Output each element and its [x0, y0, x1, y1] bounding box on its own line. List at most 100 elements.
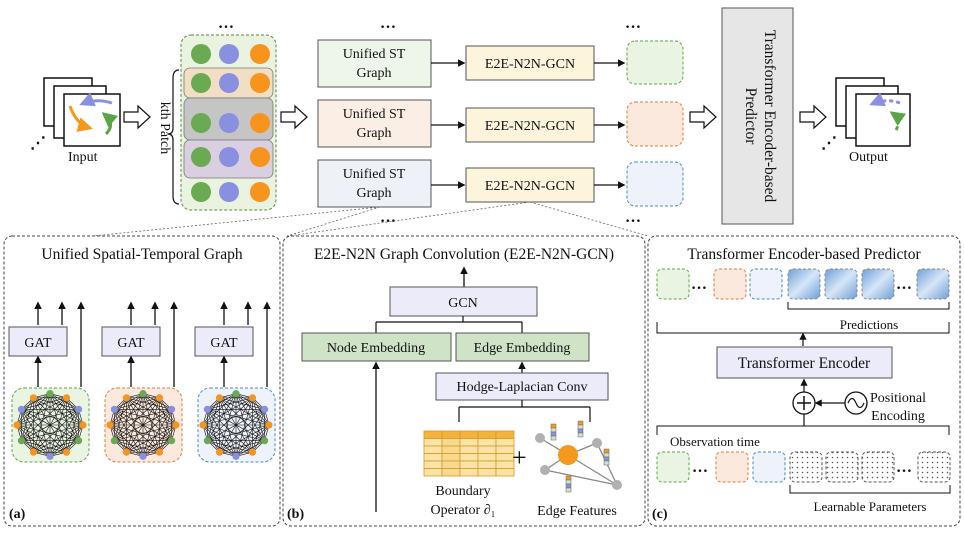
panel-b-tag: (b): [287, 507, 304, 522]
svg-text:…: …: [896, 276, 913, 293]
graph-node: [248, 448, 257, 456]
graph-node: [29, 448, 38, 456]
output-token: [626, 40, 684, 85]
graph-node: [167, 405, 176, 413]
flow-arrow: [123, 104, 151, 130]
svg-text:Node Embedding: Node Embedding: [327, 341, 425, 356]
e2e-n2n-gcn-box: [465, 107, 595, 143]
patch-node: [250, 113, 270, 133]
hodge-laplacian-conv-box: [435, 372, 609, 401]
patch-node: [250, 147, 270, 167]
graph-node: [215, 448, 224, 456]
e2e-n2n-gcn-box: [465, 45, 595, 81]
gat-box: [8, 326, 68, 357]
svg-text:…: …: [380, 15, 397, 32]
svg-text:E2E-N2N-GCN: E2E-N2N-GCN: [485, 119, 575, 134]
graph-node: [74, 405, 83, 413]
plus-icon: +: [512, 443, 527, 472]
patch-node: [250, 44, 270, 64]
graph-node: [203, 437, 212, 445]
graph-node: [232, 452, 240, 460]
patch-node: [191, 73, 211, 93]
svg-text:⋰: ⋰: [821, 135, 838, 152]
panel-a-graphs: GAT GAT GAT: [8, 301, 276, 463]
svg-text:E2E-N2N-GCN: E2E-N2N-GCN: [485, 57, 575, 72]
svg-text:Unified ST: Unified ST: [343, 47, 406, 62]
svg-text:…: …: [625, 15, 642, 32]
svg-text:Transformer Encoder-based: Transformer Encoder-based: [761, 30, 778, 203]
flow-arrow: [689, 104, 717, 130]
graph-node: [155, 394, 164, 402]
svg-text:Boundary: Boundary: [435, 484, 490, 499]
svg-text:…: …: [218, 15, 235, 32]
prediction-tokens: … …: [656, 268, 950, 300]
graph-node: [203, 405, 212, 413]
graph-node: [110, 405, 119, 413]
unified-st-graph-box: [317, 39, 432, 88]
graph-node: [13, 421, 21, 429]
graph-node: [260, 437, 269, 445]
transformer-encoder-box: [716, 346, 893, 379]
panel-a: [3, 235, 281, 527]
graph-node: [29, 394, 38, 402]
panel-b-title: E2E-N2N Graph Convolution (E2E-N2N-GCN): [314, 246, 614, 263]
svg-text:…: …: [625, 209, 642, 226]
gat-label: GAT: [210, 336, 238, 351]
svg-text:Hodge-Laplacian Conv: Hodge-Laplacian Conv: [456, 380, 587, 395]
graph-node: [232, 390, 240, 398]
graph-node: [155, 448, 164, 456]
panel-a-title: Unified Spatial-Temporal Graph: [41, 246, 242, 263]
graph-node: [199, 421, 207, 429]
boundary-operator-matrix: [423, 430, 515, 477]
gat-box: [101, 326, 161, 357]
graph-node: [46, 452, 54, 460]
input-label: Input: [68, 150, 98, 165]
svg-text:…: …: [380, 209, 397, 226]
gat-label: GAT: [117, 336, 145, 351]
graph-node: [139, 390, 147, 398]
graph-node: [62, 448, 71, 456]
input-frames: ⋰: [30, 77, 121, 152]
graph-node: [110, 437, 119, 445]
patch-node: [191, 147, 211, 167]
patch-grid: …: [180, 15, 277, 211]
patch-node: [219, 44, 239, 64]
svg-text:Positional: Positional: [870, 391, 926, 406]
unified-st-graph-box: [317, 99, 432, 148]
svg-text:⋰: ⋰: [30, 135, 47, 152]
graph-node: [46, 390, 54, 398]
transformer-predictor-box: [721, 7, 794, 225]
gat-label: GAT: [24, 336, 52, 351]
graph-node: [265, 421, 273, 429]
svg-text:Graph: Graph: [357, 126, 392, 141]
svg-text:Predictions: Predictions: [840, 317, 899, 332]
gcn-box: [389, 286, 538, 317]
patch-node: [219, 113, 239, 133]
patch-brace: [167, 69, 180, 205]
svg-text:Graph: Graph: [357, 186, 392, 201]
svg-text:Encoding: Encoding: [871, 409, 925, 424]
svg-text:Learnable Parameters: Learnable Parameters: [814, 499, 927, 514]
svg-text:…: …: [692, 459, 709, 476]
output-frames: ⋰: [821, 77, 911, 152]
kth-patch-label: kth Patch: [157, 102, 172, 155]
patch-node: [191, 113, 211, 133]
svg-text:Observation time: Observation time: [670, 434, 760, 449]
panel-a-tag: (a): [9, 507, 26, 522]
unified-st-graph-box: [317, 159, 432, 208]
patch-node: [191, 182, 211, 202]
output-token: [626, 161, 684, 207]
svg-text:E2E-N2N-GCN: E2E-N2N-GCN: [485, 179, 575, 194]
node-embedding-box: [301, 332, 452, 362]
svg-text:Unified ST: Unified ST: [343, 107, 406, 122]
output-label: Output: [849, 150, 888, 165]
patch-node: [250, 73, 270, 93]
svg-text:…: …: [896, 459, 913, 476]
graph-node: [248, 394, 257, 402]
panel-c-title: Transformer Encoder-based Predictor: [687, 246, 921, 263]
patch-node: [250, 182, 270, 202]
svg-text:Edge Embedding: Edge Embedding: [474, 341, 571, 356]
svg-text:Edge Features: Edge Features: [537, 504, 617, 519]
